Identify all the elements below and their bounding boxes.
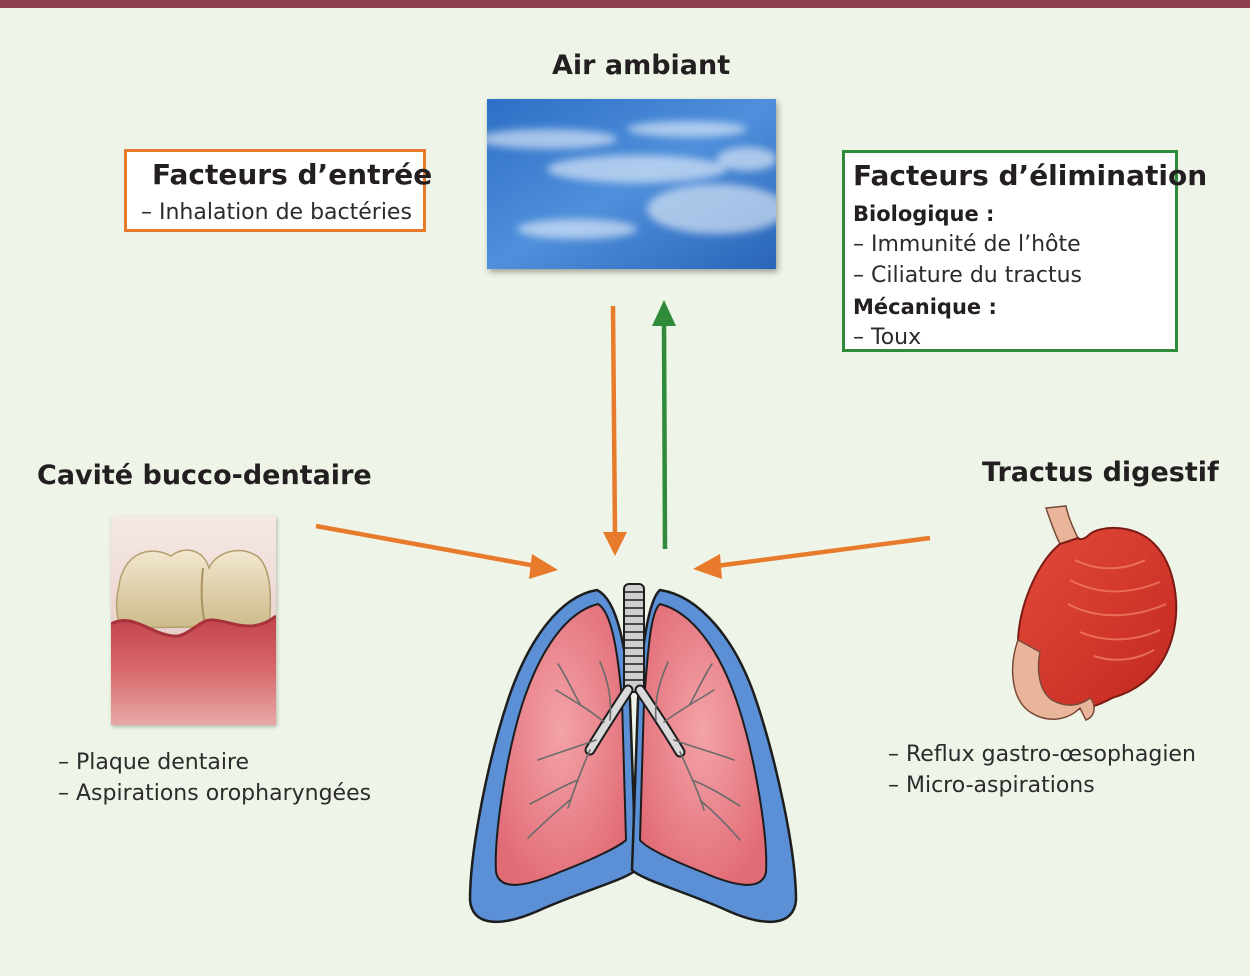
digestive-tract-title: Tractus digestif [982,457,1219,488]
arrow-air-to-lungs [603,305,627,556]
arrow-digestive-to-lungs [693,535,931,579]
entry-factor-item: – Inhalation de bactéries [141,200,412,225]
elimination-factors-box: Facteurs d’élimination Biologique : – Im… [842,150,1207,352]
oral-cavity-list: – Plaque dentaire – Aspirations orophary… [58,747,371,809]
biological-item: – Ciliature du tractus [853,263,1083,288]
top-bar [0,0,1250,8]
entry-factors-box: Facteurs d’entrée – Inhalation de bactér… [124,149,432,232]
arrow-lungs-to-air [652,300,676,550]
stomach-illustration [1011,505,1178,721]
biological-item: – Immunité de l’hôte [853,232,1081,257]
mechanical-item: – Toux [853,325,922,350]
digestive-tract-list: – Reflux gastro-œsophagien – Micro-aspir… [888,739,1196,801]
cloud-sky-image [487,99,776,269]
list-item: – Micro-aspirations [888,773,1095,798]
air-ambiant-title: Air ambiant [552,50,731,81]
elimination-factors-title: Facteurs d’élimination [853,159,1208,192]
list-item: – Reflux gastro-œsophagien [888,742,1196,767]
mechanical-label: Mécanique : [853,295,997,319]
arrow-oral-to-lungs [315,523,558,579]
lungs-illustration [468,583,798,923]
oral-cavity-title: Cavité bucco-dentaire [37,460,372,491]
list-item: – Aspirations oropharyngées [58,781,372,806]
list-item: – Plaque dentaire [58,750,250,775]
biological-label: Biologique : [853,202,995,226]
entry-factors-title: Facteurs d’entrée [152,158,433,191]
teeth-gums-image [111,516,276,725]
